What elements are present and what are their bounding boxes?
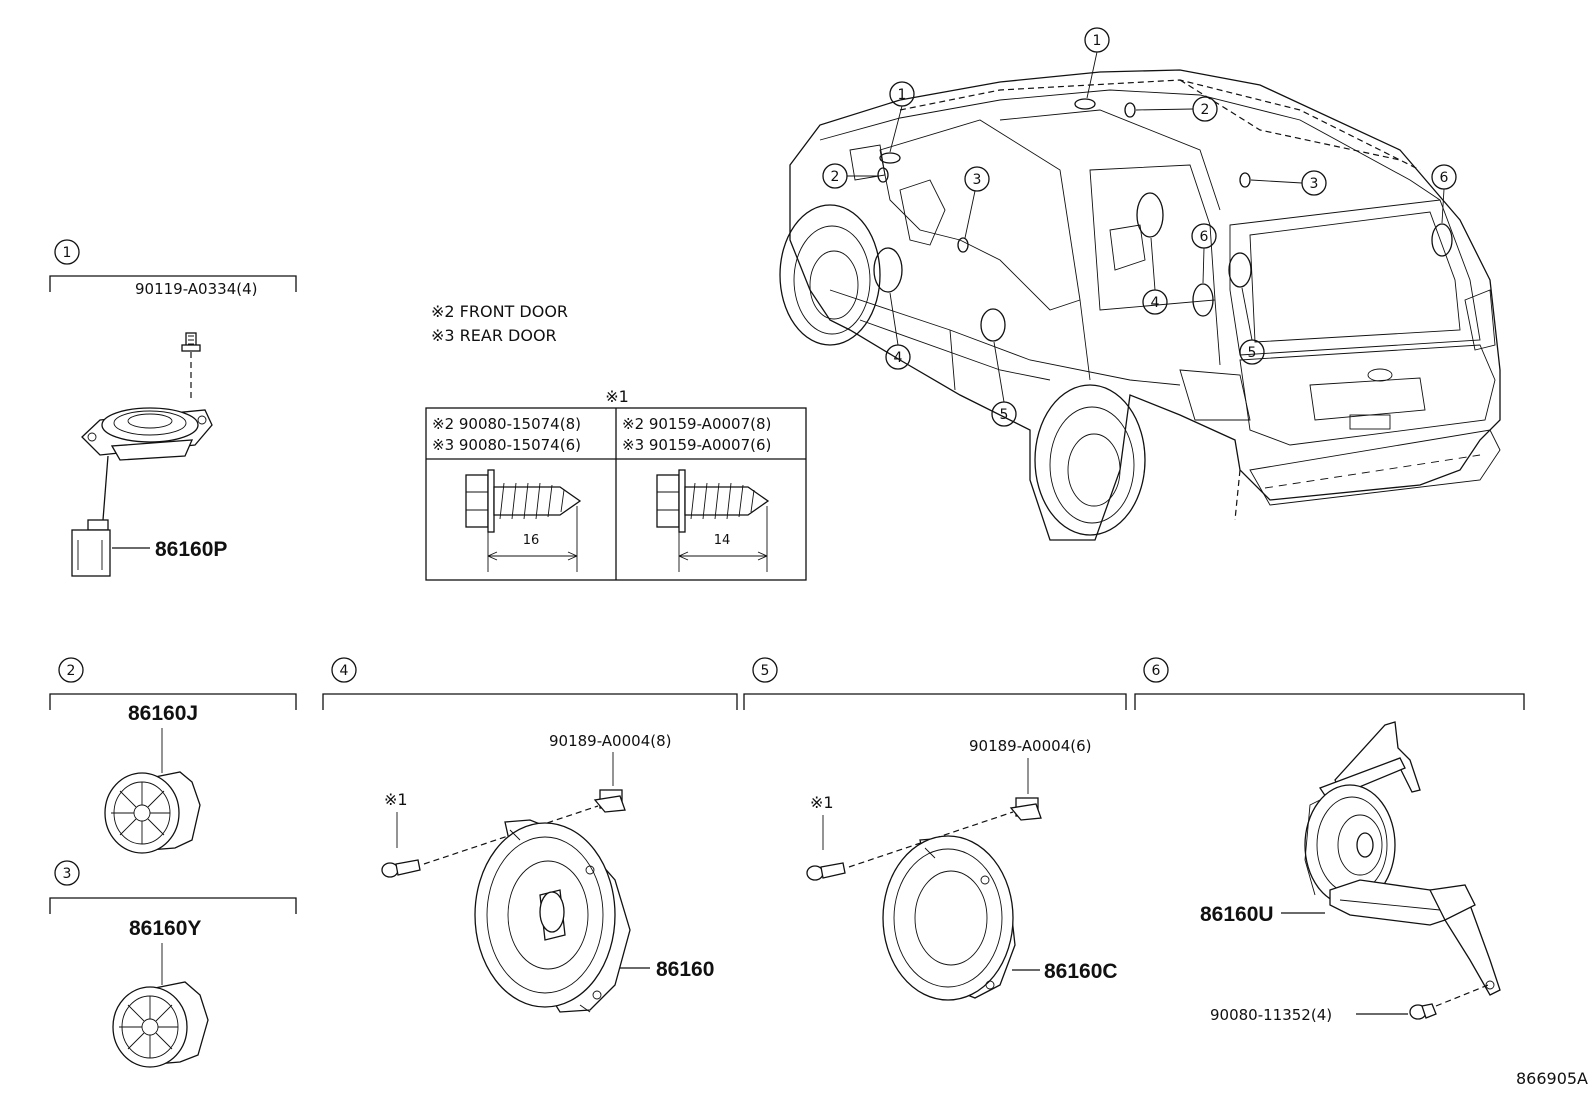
dimension-left <box>487 506 578 572</box>
callout-2-label: 2 <box>67 663 76 679</box>
section-6: 6 86160U 90080-11352(4) <box>1134 657 1525 1024</box>
dimension-right <box>678 506 768 572</box>
speaker-86160-icon <box>474 819 631 1013</box>
vehicle-callout-5a: 5 <box>1000 407 1009 423</box>
fastener-6-label[interactable]: 90080-11352(4) <box>1210 1006 1332 1024</box>
table-grid <box>426 408 806 580</box>
clip-nut-4-icon <box>593 789 626 813</box>
note-front-door: ※2 FRONT DOOR <box>431 302 568 321</box>
diagram-id: 866905A <box>1516 1069 1588 1088</box>
table-right-row1: ※2 90159-A0007(8) <box>622 415 771 433</box>
mark-6-left <box>1192 283 1214 317</box>
mark-3-front <box>957 237 969 253</box>
callout-6-label: 6 <box>1152 663 1161 679</box>
dim-right-value: 14 <box>714 533 731 548</box>
vehicle-callout-3a: 3 <box>973 172 982 188</box>
part-86160Y-label[interactable]: 86160Y <box>129 917 201 940</box>
screw-4-icon <box>381 859 421 878</box>
vehicle-callout-2a: 2 <box>831 169 840 185</box>
part-86160U-label[interactable]: 86160U <box>1200 903 1274 926</box>
mark-4-front <box>873 247 903 293</box>
section-2: 2 86160J <box>49 657 297 854</box>
section-1: 1 90119-A0334(4) 86160P <box>49 239 297 577</box>
vehicle-callout-1b: 1 <box>1093 33 1102 49</box>
vehicle-speaker-marks <box>873 98 1453 342</box>
vehicle-callout-4b: 4 <box>1151 295 1160 311</box>
vehicle-callout-2b: 2 <box>1201 102 1210 118</box>
section-3: 3 86160Y <box>49 860 297 1068</box>
vehicle-callout-4a: 4 <box>894 350 903 366</box>
callout-5-label: 5 <box>761 663 770 679</box>
tweeter-86160P-icon <box>71 407 213 577</box>
fastener-4-label[interactable]: 90189-A0004(8) <box>549 732 671 750</box>
part-86160P-label[interactable]: 86160P <box>155 538 227 561</box>
vehicle-callouts: 1 1 2 2 3 3 4 4 5 5 6 6 <box>822 27 1457 427</box>
callout-1-label: 1 <box>63 245 72 261</box>
table-left-row1: ※2 90080-15074(8) <box>432 415 581 433</box>
vehicle-illustration <box>779 69 1501 541</box>
vehicle-callout-5b: 5 <box>1248 345 1257 361</box>
ref1-label-5: ※1 <box>810 793 834 812</box>
mark-2-front <box>877 167 889 183</box>
dim-left-value: 16 <box>523 533 540 548</box>
section-5: 5 90189-A0004(6) ※1 86160C <box>743 657 1127 1001</box>
section-3-bracket <box>49 897 297 914</box>
vehicle-body <box>789 69 1501 541</box>
clip-nut-5-icon <box>1009 797 1042 821</box>
mark-5-rear <box>1228 252 1252 288</box>
fastener-5-label[interactable]: 90189-A0004(6) <box>969 737 1091 755</box>
mark-5-front <box>980 308 1006 342</box>
mark-1-rear <box>1074 98 1096 110</box>
section-4-bracket <box>322 693 738 710</box>
screw-right-icon <box>656 469 770 533</box>
callout-3-label: 3 <box>63 866 72 882</box>
screw-6-path <box>1435 984 1489 1007</box>
section-4: 4 90189-A0004(8) ※1 86160 <box>322 657 738 1013</box>
ref1-label-4: ※1 <box>384 790 408 809</box>
screw-table: ※1 ※2 90080-15074(8) ※3 90080-15074(6) ※… <box>425 387 807 581</box>
table-right-row2: ※3 90159-A0007(6) <box>622 436 771 454</box>
speaker-bracket-86160U-icon <box>1304 721 1501 996</box>
screw-left-icon <box>465 469 582 533</box>
screw-6-icon <box>1409 1003 1437 1020</box>
section-5-bracket <box>743 693 1127 710</box>
vehicle-callout-1a: 1 <box>898 87 907 103</box>
mark-1-front <box>879 152 901 164</box>
bolt-icon <box>181 332 201 352</box>
vehicle-callout-6a: 6 <box>1200 229 1209 245</box>
section-1-bracket <box>49 275 297 292</box>
screw-5-icon <box>806 862 846 881</box>
table-left-row2: ※3 90080-15074(6) <box>432 436 581 454</box>
notes: ※2 FRONT DOOR ※3 REAR DOOR <box>431 302 568 345</box>
speaker-86160C-icon <box>882 835 1016 1001</box>
tweeter-86160Y-icon <box>112 981 209 1068</box>
screw-5-path <box>848 811 1014 868</box>
part-86160C-label[interactable]: 86160C <box>1044 960 1118 983</box>
mark-4-rear <box>1136 192 1164 238</box>
section-2-bracket <box>49 693 297 710</box>
vehicle-callout-6b: 6 <box>1440 170 1449 186</box>
part-86160J-label[interactable]: 86160J <box>128 702 198 725</box>
part-86160-label[interactable]: 86160 <box>656 958 714 981</box>
mark-3-rear <box>1239 172 1251 188</box>
tweeter-86160J-icon <box>104 771 201 854</box>
callout-1-circle <box>54 239 80 265</box>
fastener-1-label[interactable]: 90119-A0334(4) <box>135 280 257 298</box>
vehicle-callout-3b: 3 <box>1310 176 1319 192</box>
callout-4-label: 4 <box>340 663 349 679</box>
mark-6-right <box>1431 223 1453 257</box>
mark-2-rear <box>1124 102 1136 118</box>
note-rear-door: ※3 REAR DOOR <box>431 326 557 345</box>
section-6-bracket <box>1134 693 1525 710</box>
table-header: ※1 <box>605 387 629 406</box>
